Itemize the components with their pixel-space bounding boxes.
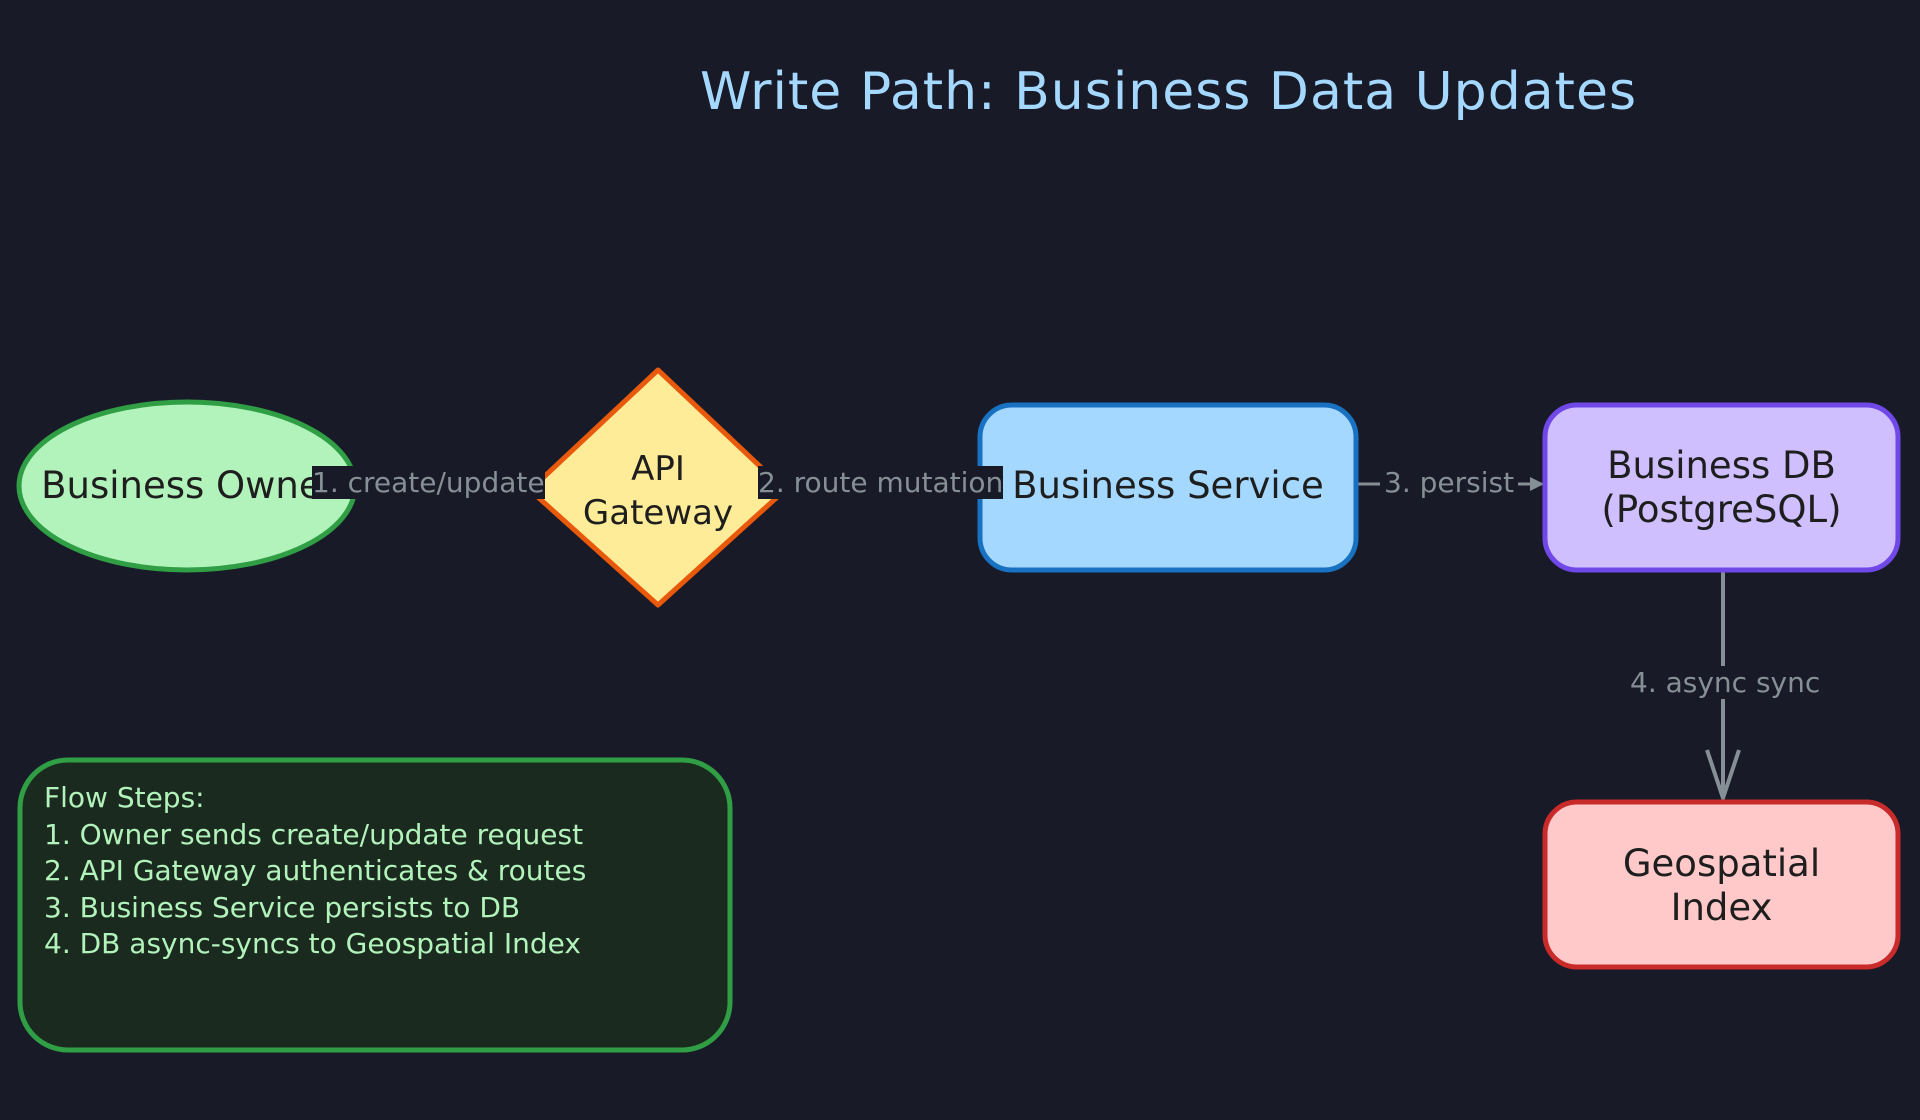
flow-step-3: 3. Business Service persists to DB: [44, 890, 521, 924]
geospatial-index-node[interactable]: [1542, 799, 1901, 970]
business-db-label: Business DB (PostgreSQL): [1601, 443, 1842, 531]
edge-label-persist: 3. persist: [1380, 466, 1519, 499]
edge-label-async-sync: 4. async sync: [1626, 666, 1825, 699]
flow-steps-text: Flow Steps: 1. Owner sends create/update…: [44, 780, 704, 963]
flow-step-1: 1. Owner sends create/update request: [44, 817, 584, 851]
api-gateway-node[interactable]: [527, 367, 788, 608]
diagram-title: Write Path: Business Data Updates: [700, 62, 1638, 122]
api-gateway-label: API Gateway: [582, 449, 734, 533]
business-service-label: Business Service: [1012, 464, 1324, 507]
flow-step-4: 4. DB async-syncs to Geospatial Index: [44, 927, 581, 960]
flow-step-2: 2. API Gateway authenticates & routes: [44, 854, 587, 887]
edge-label-create-update: 1. create/update: [312, 466, 545, 499]
flow-steps-box: [17, 757, 733, 1053]
business-owner-label: Business Owner: [41, 464, 337, 507]
edge-label-route-mutation: 2. route mutation: [758, 466, 1004, 499]
geospatial-index-label: Geospatial Index: [1622, 841, 1821, 929]
business-db-node[interactable]: [1542, 402, 1901, 573]
flow-steps-heading: Flow Steps:: [44, 781, 205, 814]
